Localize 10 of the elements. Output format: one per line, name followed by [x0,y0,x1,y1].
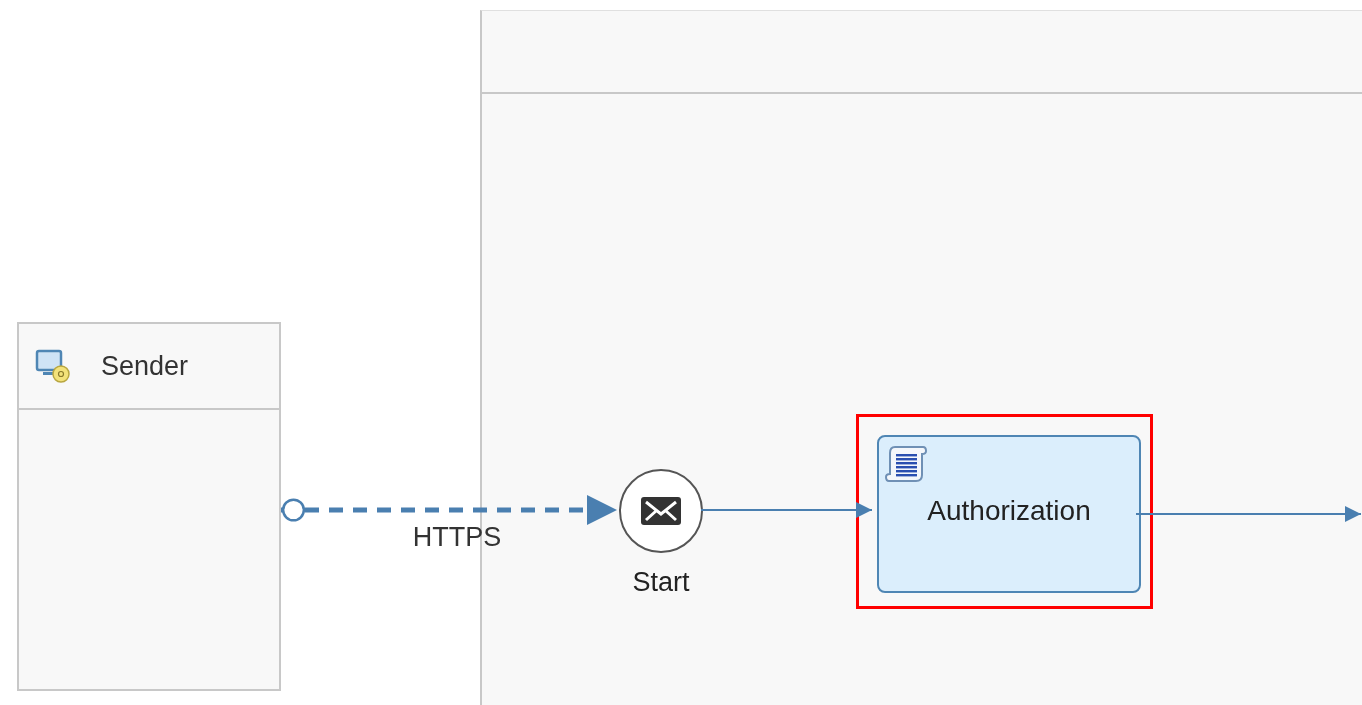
sequence-flow-arrow [1135,506,1362,522]
participant-pool [17,322,281,691]
pool-title: Sender [101,350,189,382]
task-label: Authorization [927,495,1091,527]
edge-label: HTTPS [412,522,502,553]
event-label: Start [632,567,690,598]
highlight-frame [856,414,1153,609]
sequence-flow-arrow [700,502,873,518]
message-flow-arrow [281,495,617,525]
task-box [877,435,1141,593]
